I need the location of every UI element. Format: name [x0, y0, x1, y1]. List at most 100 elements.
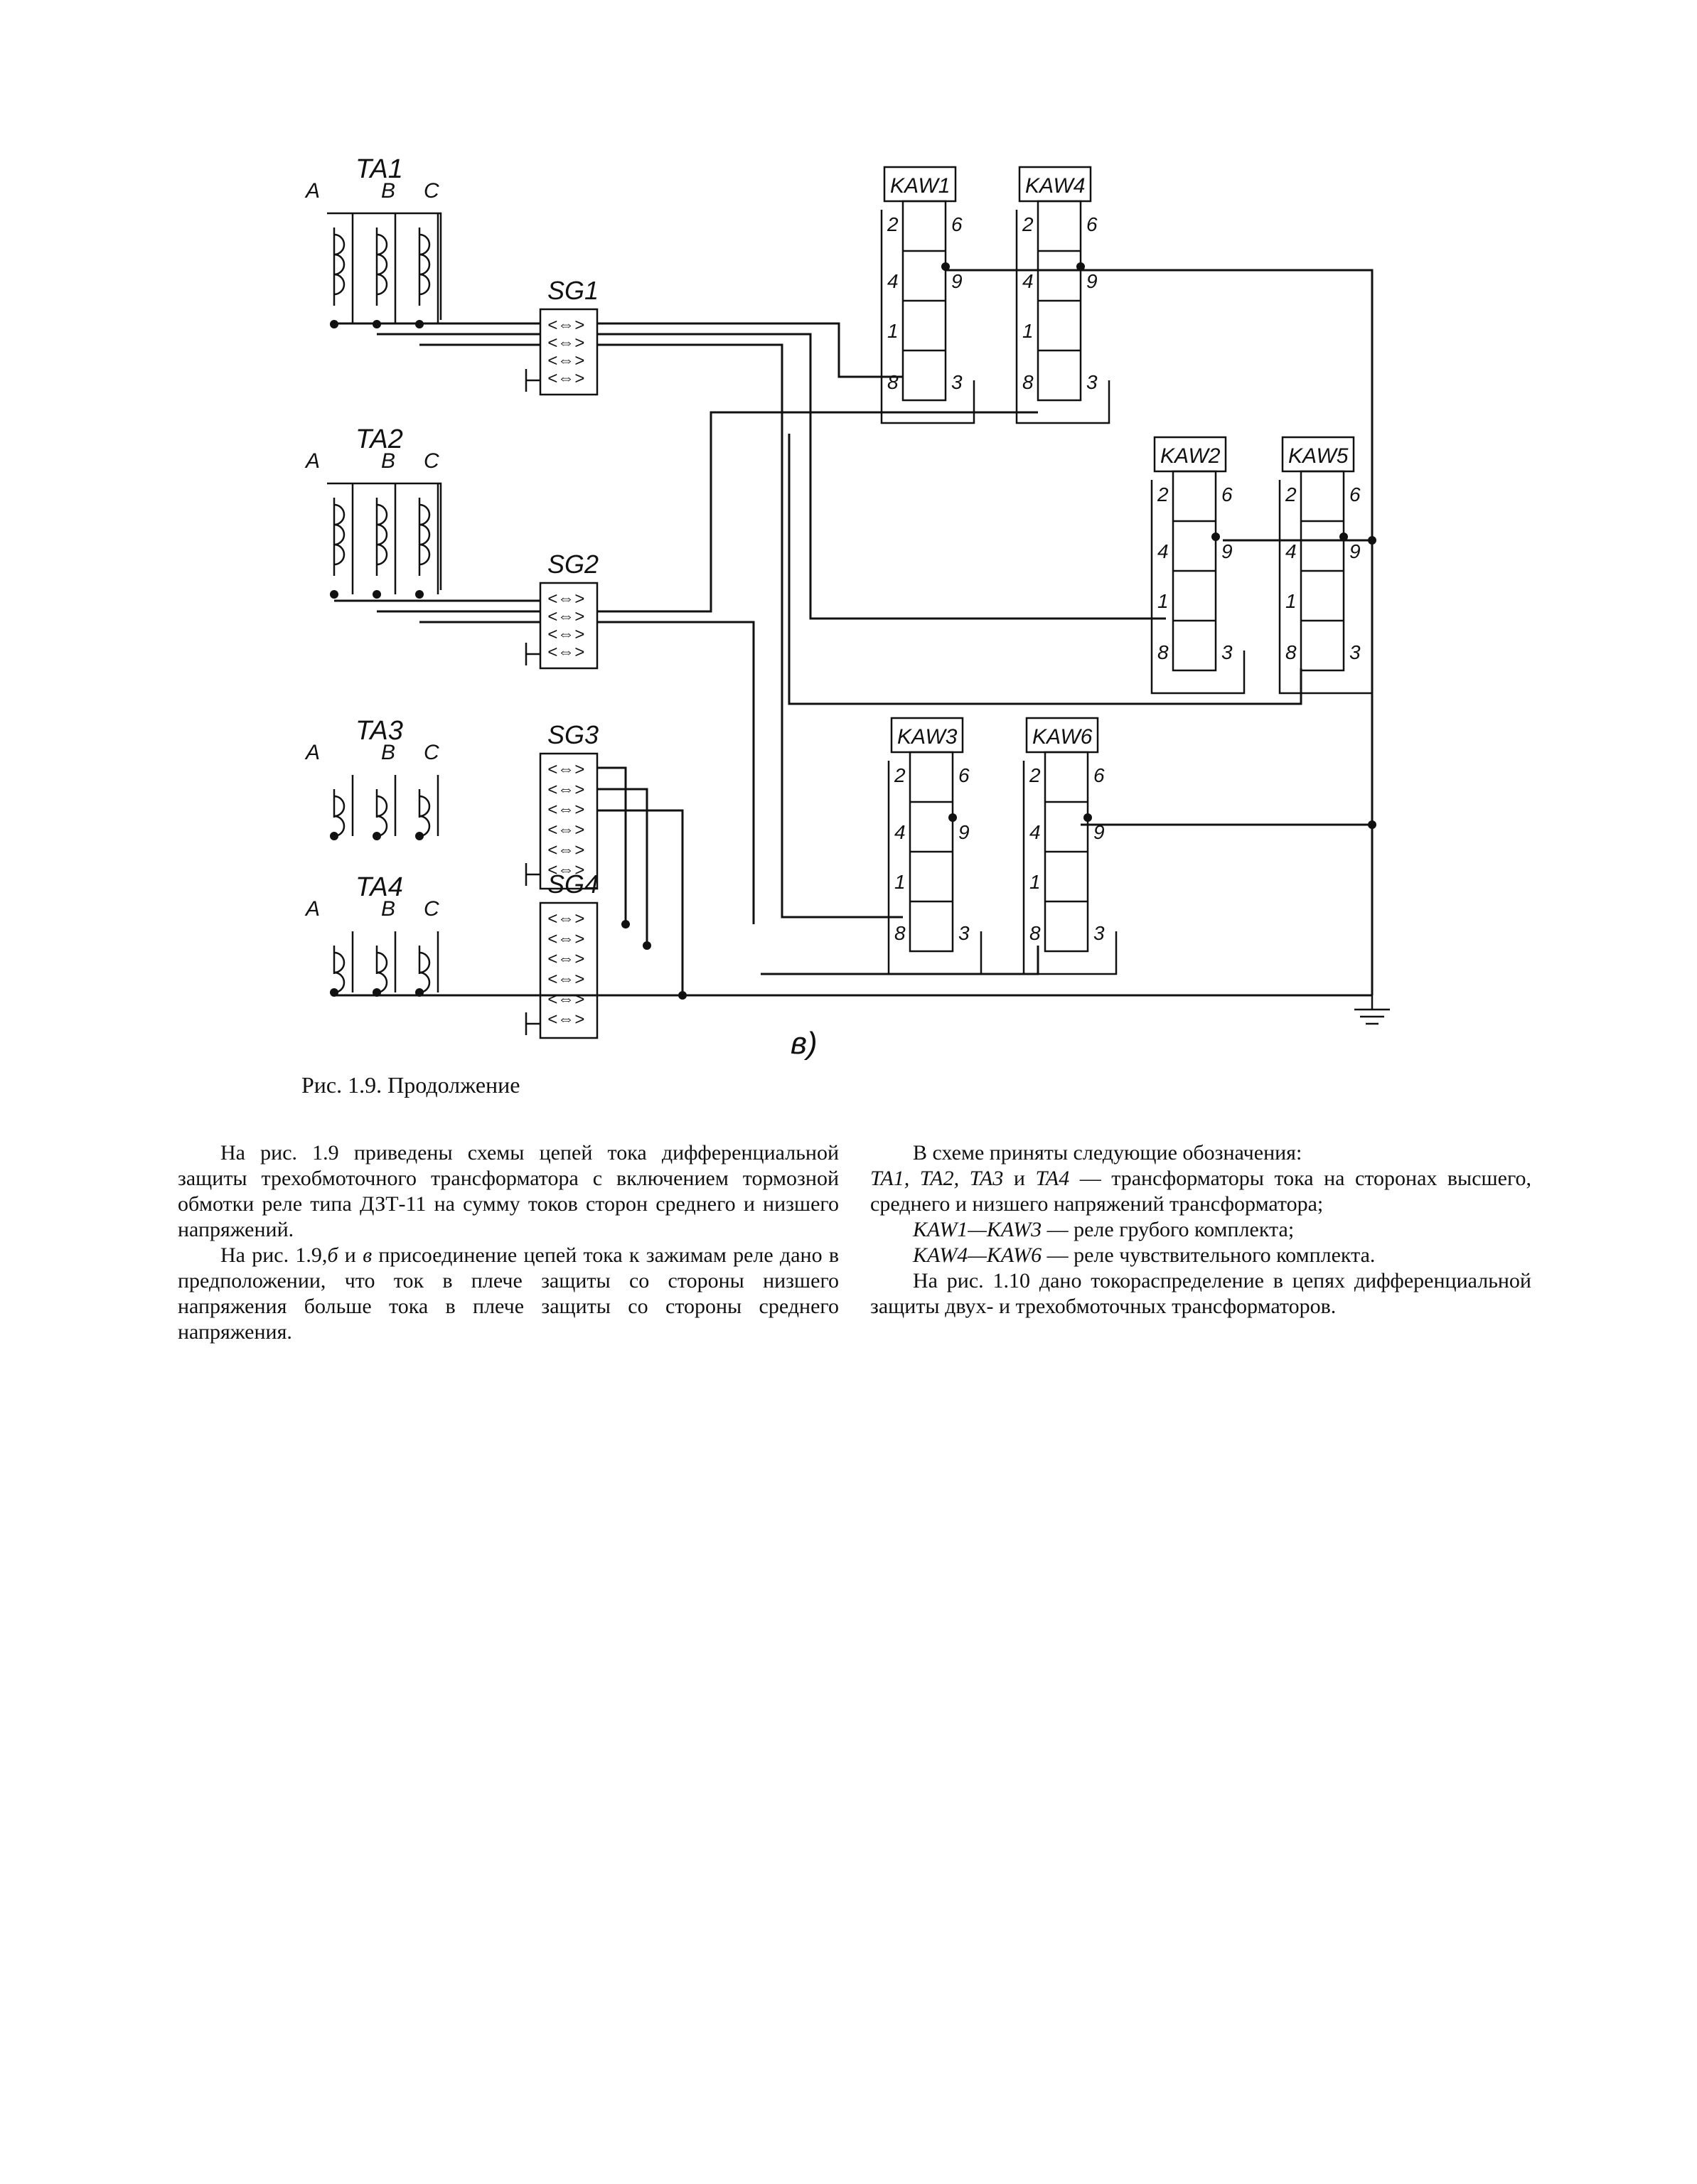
right-paragraph-2: TA1, TA2, TA3 и TA4 — трансформаторы ток… [870, 1167, 1531, 1216]
relay-terminal-label: 8 [1029, 922, 1041, 944]
ta-coil-turn [419, 951, 431, 974]
left-paragraph-2: На рис. 1.9,б и в присоединение цепей то… [178, 1243, 839, 1344]
relay-name: KAW4 [1025, 174, 1085, 198]
circuit-wire [597, 788, 648, 946]
ta-coil-turn [419, 503, 431, 526]
test-blocks: SG1<⇔><⇔><⇔><⇔>SG2<⇔><⇔><⇔><⇔>SG3<⇔><⇔><… [525, 276, 599, 1039]
junction-dot [330, 590, 338, 599]
relay-terminal-label: 3 [1349, 641, 1361, 663]
test-block-contact-glyph: <⇔> [547, 1010, 584, 1029]
test-block-contact-glyph: <⇔> [547, 589, 584, 609]
diagram-letter: в) [791, 1026, 818, 1061]
test-block-name: SG1 [547, 276, 599, 305]
ta-coil-turn [376, 503, 388, 526]
relay-terminal-label: 3 [1093, 922, 1105, 944]
relay-terminal-label: 2 [1022, 213, 1034, 235]
relay-terminal-label: 3 [958, 922, 970, 944]
relay-terminal-label: 4 [1022, 270, 1034, 292]
ta-top-bar [327, 482, 442, 590]
relay-terminal-label: 1 [1157, 590, 1169, 612]
junction-dot [643, 941, 651, 950]
right-paragraph-3: KAW1—KAW3 — реле грубого комплекта; [913, 1218, 1295, 1241]
relay-terminal-label: 8 [1285, 641, 1297, 663]
ta-coil-turn [419, 543, 431, 566]
relay-terminal-label: 3 [1221, 641, 1233, 663]
ta-phase-label: A [304, 179, 320, 203]
test-block-contact-glyph: <⇔> [547, 607, 584, 626]
relay-terminal-label: 6 [958, 764, 970, 786]
test-block-contact-glyph: <⇔> [547, 820, 584, 840]
relay-outer-loop [1015, 210, 1110, 424]
junction-dot [415, 590, 424, 599]
ta-coil-turn [419, 253, 431, 276]
wiring [334, 269, 1390, 1025]
ta-phase-label: B [381, 449, 395, 473]
relay-terminal-label: 3 [1086, 371, 1098, 393]
test-block-frame [539, 582, 599, 670]
relay-terminal-label: 2 [1285, 483, 1297, 505]
relay-name: KAW2 [1160, 444, 1221, 468]
relay-name: KAW5 [1288, 444, 1349, 468]
relay-terminal-label: 6 [1086, 213, 1098, 235]
test-block-contact-glyph: <⇔> [547, 950, 584, 969]
ta-coil-turn [333, 523, 346, 546]
relay-terminal-label: 4 [887, 270, 899, 292]
test-block-contact-glyph: <⇔> [547, 643, 584, 662]
relay-terminal-label: 9 [951, 270, 963, 292]
relay-terminal-label: 1 [1022, 320, 1034, 342]
relay-terminal-label: 2 [1029, 764, 1041, 786]
circuit-wire [597, 809, 684, 995]
test-block-name: SG3 [547, 720, 599, 749]
junction-dot [941, 262, 950, 271]
relay-outer-loop [1022, 761, 1118, 975]
ta-name: TA1 [355, 154, 403, 184]
relay-terminal-label: 2 [894, 764, 906, 786]
relay-terminal-label: 9 [1349, 540, 1361, 562]
test-block-sg2: SG2<⇔><⇔><⇔><⇔> [525, 550, 599, 670]
ta-coil-turn [333, 253, 346, 276]
ta-top-bar [327, 212, 442, 320]
relay-name: KAW3 [897, 725, 958, 749]
ta-coil-turn [376, 253, 388, 276]
relay-terminal-label: 6 [1093, 764, 1105, 786]
junction-dot [330, 832, 338, 840]
ta-coil-turn [333, 233, 346, 256]
ta-name: TA2 [355, 424, 403, 454]
test-block-contact-glyph: <⇔> [547, 316, 584, 335]
relay-terminal-label: 6 [951, 213, 963, 235]
test-block-frame [539, 752, 599, 890]
relay-terminal-label: 8 [887, 371, 899, 393]
ta-name: TA3 [355, 716, 403, 746]
test-block-contact-glyph: <⇔> [547, 625, 584, 644]
test-block-contact-glyph: <⇔> [547, 780, 584, 799]
relay-outer-loop [1150, 480, 1246, 695]
ta-phase-label: A [304, 897, 320, 921]
junction-dot [373, 590, 381, 599]
junction-dot [621, 920, 630, 928]
figure-caption: Рис. 1.9. Продолжение [301, 1072, 520, 1098]
test-block-contact-glyph: <⇔> [547, 909, 584, 928]
ta-phase-label: B [381, 741, 395, 764]
ta-coil-turn [376, 543, 388, 566]
relay-terminal-label: 9 [958, 821, 970, 843]
relay-terminal-label: 9 [1221, 540, 1233, 562]
test-block-frame [539, 308, 599, 396]
ta-phase-label: A [304, 449, 320, 473]
relay-terminal-label: 9 [1093, 821, 1105, 843]
test-block-contact-glyph: <⇔> [547, 990, 584, 1009]
test-block-contact-glyph: <⇔> [547, 840, 584, 860]
relay-terminal-label: 1 [1029, 871, 1041, 893]
test-block-contact-glyph: <⇔> [547, 760, 584, 779]
relay-terminal-label: 1 [887, 320, 899, 342]
circuit-wire [597, 766, 627, 924]
right-paragraph-1: В схеме приняты следующие обозначения: [913, 1141, 1302, 1165]
relay-terminal-label: 9 [1086, 270, 1098, 292]
ta-coil-turn [333, 503, 346, 526]
